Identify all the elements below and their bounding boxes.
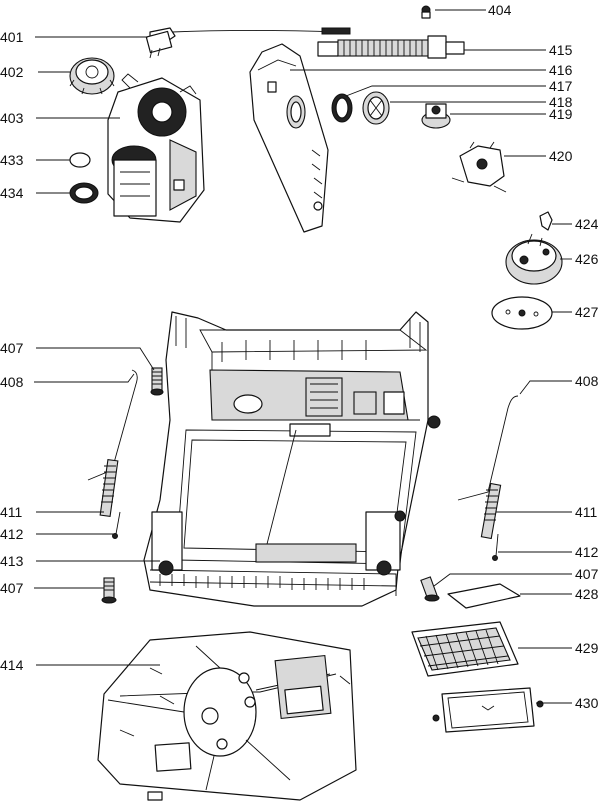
part-416-side-panel bbox=[249, 43, 329, 233]
part-411-spring-left bbox=[99, 458, 119, 518]
callout-418: 418 bbox=[549, 94, 573, 110]
callout-428: 428 bbox=[575, 586, 599, 602]
callout-433: 433 bbox=[0, 152, 24, 168]
part-426-motor bbox=[505, 233, 563, 285]
callout-434: 434 bbox=[0, 185, 24, 201]
callout-408-left: 408 bbox=[0, 374, 24, 390]
part-408-hinge-rod-right bbox=[457, 395, 519, 501]
leader-lines bbox=[34, 9, 572, 704]
part-401-power-cable bbox=[145, 27, 351, 59]
part-412-pin-right bbox=[492, 533, 499, 561]
callout-417: 417 bbox=[549, 78, 573, 94]
part-427-disc bbox=[491, 296, 553, 330]
callout-404: 404 bbox=[488, 2, 512, 18]
callout-415: 415 bbox=[549, 42, 573, 58]
part-414-base-plate bbox=[97, 631, 357, 801]
part-429-cartridge bbox=[411, 621, 519, 677]
callout-408-right: 408 bbox=[575, 373, 599, 389]
callout-413: 413 bbox=[0, 553, 24, 569]
callout-430: 430 bbox=[575, 695, 599, 711]
callout-419: 419 bbox=[549, 106, 573, 122]
part-433-o-ring bbox=[69, 152, 91, 168]
part-407-foot-right bbox=[420, 576, 440, 602]
part-417-ring bbox=[331, 93, 353, 123]
callout-426: 426 bbox=[575, 251, 599, 267]
callout-401: 401 bbox=[0, 29, 24, 45]
callout-labels: 404 401 415 402 416 417 403 418 419 420 … bbox=[0, 2, 599, 711]
part-base-frame bbox=[143, 311, 441, 607]
callout-411-left: 411 bbox=[0, 504, 23, 520]
part-407-foot-lower-left bbox=[101, 577, 117, 604]
callout-429: 429 bbox=[575, 640, 599, 656]
callout-402: 402 bbox=[0, 64, 24, 80]
callout-427: 427 bbox=[575, 304, 599, 320]
callout-424: 424 bbox=[575, 216, 599, 232]
part-420-bracket bbox=[451, 141, 507, 193]
callout-403: 403 bbox=[0, 110, 24, 126]
callout-407-upper-left: 407 bbox=[0, 340, 24, 356]
callout-412-left: 412 bbox=[0, 526, 24, 542]
part-415-drain-hose bbox=[317, 35, 465, 59]
callout-420: 420 bbox=[549, 148, 573, 164]
part-407-foot-upper-left bbox=[150, 367, 164, 396]
part-434-seal bbox=[69, 182, 99, 204]
part-411-spring-right bbox=[480, 482, 502, 540]
part-419-valve bbox=[421, 103, 451, 129]
callout-412-right: 412 bbox=[575, 544, 599, 560]
part-428-plate bbox=[447, 583, 521, 609]
part-402-pressure-switch bbox=[69, 57, 115, 95]
part-430-cover bbox=[432, 687, 544, 733]
callout-407-lower-left: 407 bbox=[0, 580, 24, 596]
callout-411-right: 411 bbox=[575, 504, 598, 520]
part-424-clip bbox=[539, 211, 553, 231]
callout-407-right: 407 bbox=[575, 566, 599, 582]
part-412-pin-left bbox=[112, 511, 121, 539]
part-404-screw bbox=[421, 5, 431, 19]
part-408-hinge-rod-left bbox=[87, 369, 138, 481]
part-418-filter bbox=[362, 91, 390, 125]
callout-416: 416 bbox=[549, 62, 573, 78]
part-403-pump-assembly bbox=[107, 73, 205, 223]
callout-414: 414 bbox=[0, 657, 24, 673]
